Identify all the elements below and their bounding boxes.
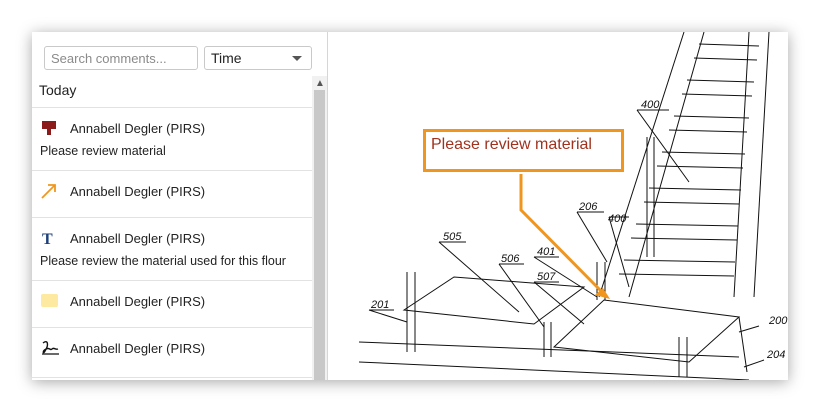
comments-scrollbar[interactable]: ▲ xyxy=(312,76,327,380)
drawing-label: 400 xyxy=(641,99,660,111)
comment-item[interactable]: Annabell Degler (PIRS) Please review mat… xyxy=(32,108,312,171)
comments-panel: Time Today Annabell Degler (PIRS) Please… xyxy=(32,32,328,380)
svg-text:T: T xyxy=(42,231,53,247)
comment-author: Annabell Degler (PIRS) xyxy=(70,293,206,309)
comment-text: Please review the material used for this… xyxy=(40,254,286,268)
group-header: Today xyxy=(32,76,312,108)
search-input[interactable] xyxy=(44,46,198,70)
drawing-label: 206 xyxy=(578,201,598,213)
comment-item[interactable]: Annabell Degler (PIRS) xyxy=(32,328,312,378)
comment-text: Please review material xyxy=(40,144,166,158)
scroll-thumb[interactable] xyxy=(314,90,325,380)
comment-author: Annabell Degler (PIRS) xyxy=(70,340,206,356)
drawing-label: 204 xyxy=(766,349,785,361)
stamp-icon xyxy=(40,119,62,137)
drawing-label: 401 xyxy=(537,246,555,258)
drawing-label: 506 xyxy=(501,253,520,265)
app-window: Time Today Annabell Degler (PIRS) Please… xyxy=(32,32,788,380)
chevron-down-icon xyxy=(292,56,302,61)
technical-drawing: 400 206 400 505 506 401 507 201 200 204 xyxy=(358,32,788,380)
text-icon: T xyxy=(40,229,62,248)
drawing-label: 400 xyxy=(608,213,627,225)
comment-author: Annabell Degler (PIRS) xyxy=(70,120,206,136)
signature-icon xyxy=(40,339,62,357)
scroll-up-icon[interactable]: ▲ xyxy=(315,78,325,89)
drawing-label: 200 xyxy=(768,315,788,327)
drawing-label: 201 xyxy=(370,299,389,311)
note-icon xyxy=(40,292,62,310)
document-canvas[interactable]: 400 206 400 505 506 401 507 201 200 204 … xyxy=(329,32,788,380)
comment-author: Annabell Degler (PIRS) xyxy=(70,183,206,199)
comment-item[interactable]: Annabell Degler (PIRS) xyxy=(32,171,312,218)
comments-list: Today Annabell Degler (PIRS) Please revi… xyxy=(32,76,312,380)
comment-item[interactable]: T Annabell Degler (PIRS) Please review t… xyxy=(32,218,312,281)
callout-annotation[interactable]: Please review material xyxy=(423,129,624,172)
drawing-label: 505 xyxy=(443,231,462,243)
comment-author: Annabell Degler (PIRS) xyxy=(70,230,206,246)
arrow-icon xyxy=(40,182,62,200)
sort-dropdown[interactable]: Time xyxy=(204,46,312,70)
drawing-label: 507 xyxy=(537,271,556,283)
sort-selected-label: Time xyxy=(211,50,242,66)
comment-item[interactable]: Annabell Degler (PIRS) xyxy=(32,281,312,328)
callout-text: Please review material xyxy=(431,136,592,153)
